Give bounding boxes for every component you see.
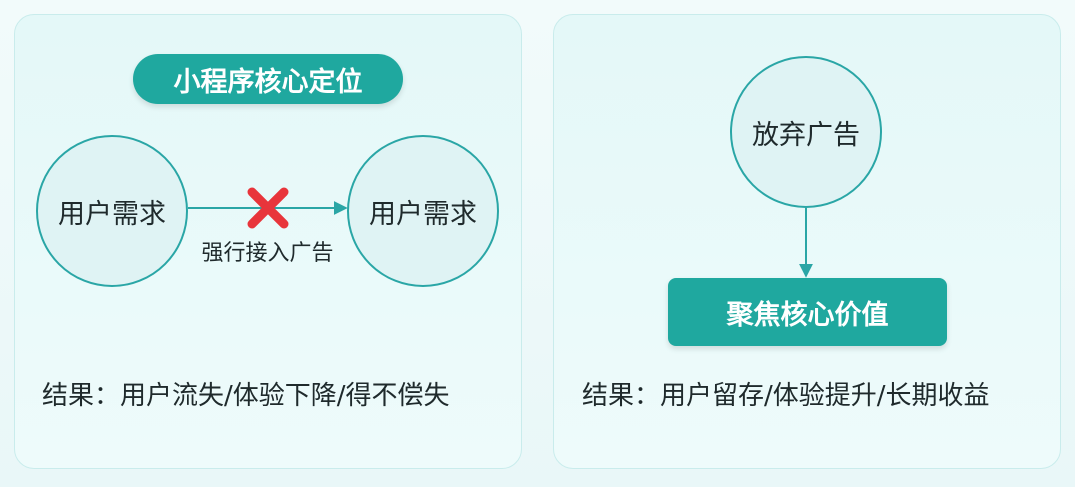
right-result-text: 结果：用户留存/体验提升/长期收益 xyxy=(582,381,990,411)
forced-ad-label: 强行接入广告 xyxy=(201,241,334,266)
core-position-title: 小程序核心定位 xyxy=(133,54,403,104)
focus-core-value-box: 聚焦核心价值 xyxy=(668,278,947,346)
abandon-ads-node: 放弃广告 xyxy=(730,56,882,208)
user-need-node-left: 用户需求 xyxy=(36,135,188,287)
left-result-text: 结果：用户流失/体验下降/得不偿失 xyxy=(42,381,450,411)
user-need-node-right: 用户需求 xyxy=(347,135,499,287)
